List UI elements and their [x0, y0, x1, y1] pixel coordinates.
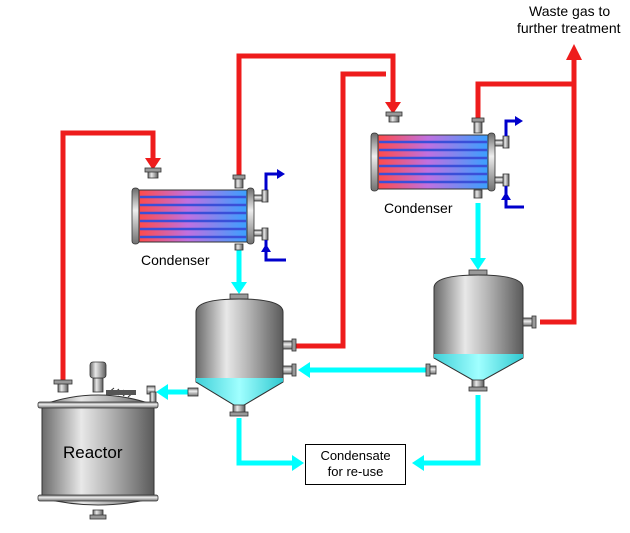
condensate-receiver1-to-reuse [236, 418, 296, 466]
vapor-line-condenser1-to-condenser2 [236, 53, 396, 178]
arrow-into-condenser1 [145, 158, 161, 170]
condensate-reuse-box: Condensate for re-use [305, 444, 406, 485]
vapor-line-condenser2-outlet [475, 81, 520, 121]
arrow-into-receiver1-side [298, 362, 310, 378]
vapor-line-waste-gas [540, 58, 577, 325]
condenser-2-label: Condenser [384, 200, 453, 216]
arrow-into-reuse-right [412, 455, 424, 471]
reactor-label: Reactor [63, 443, 123, 462]
waste-gas-label-line2: further treatment [517, 20, 621, 36]
coolant-arrows-condenser-2 [501, 116, 523, 200]
coolant-lines-condenser-1 [264, 172, 286, 262]
vapor-line-reactor-to-condenser1 [60, 130, 156, 382]
arrow-into-receiver2 [470, 258, 486, 270]
condensate-lines [166, 203, 481, 466]
condenser-1 [131, 167, 269, 251]
condenser-2 [370, 111, 510, 199]
vapor-arrows [145, 44, 582, 170]
condensate-receiver2-to-reuse [420, 395, 481, 466]
reactor [37, 361, 159, 520]
receiver-1 [187, 293, 297, 417]
coolant-arrows-condenser-1 [261, 169, 285, 252]
vapor-line-receiver1-to-condenser2 [296, 71, 386, 349]
arrow-into-condenser2 [385, 102, 401, 114]
vapor-lines [60, 53, 577, 382]
condensate-label-line2: for re-use [327, 464, 384, 479]
waste-gas-label-line1: Waste gas to [529, 3, 611, 19]
receiver-2 [425, 269, 537, 392]
arrow-into-reactor [156, 384, 168, 400]
condenser-1-label: Condenser [141, 252, 210, 268]
coolant-lines-condenser-2 [504, 119, 524, 209]
arrow-into-receiver1 [231, 282, 247, 294]
arrow-into-reuse-left [292, 455, 304, 471]
arrow-waste-gas-out [566, 44, 582, 60]
condensate-label-line1: Condensate [320, 448, 391, 463]
condensate-arrows [156, 258, 486, 471]
